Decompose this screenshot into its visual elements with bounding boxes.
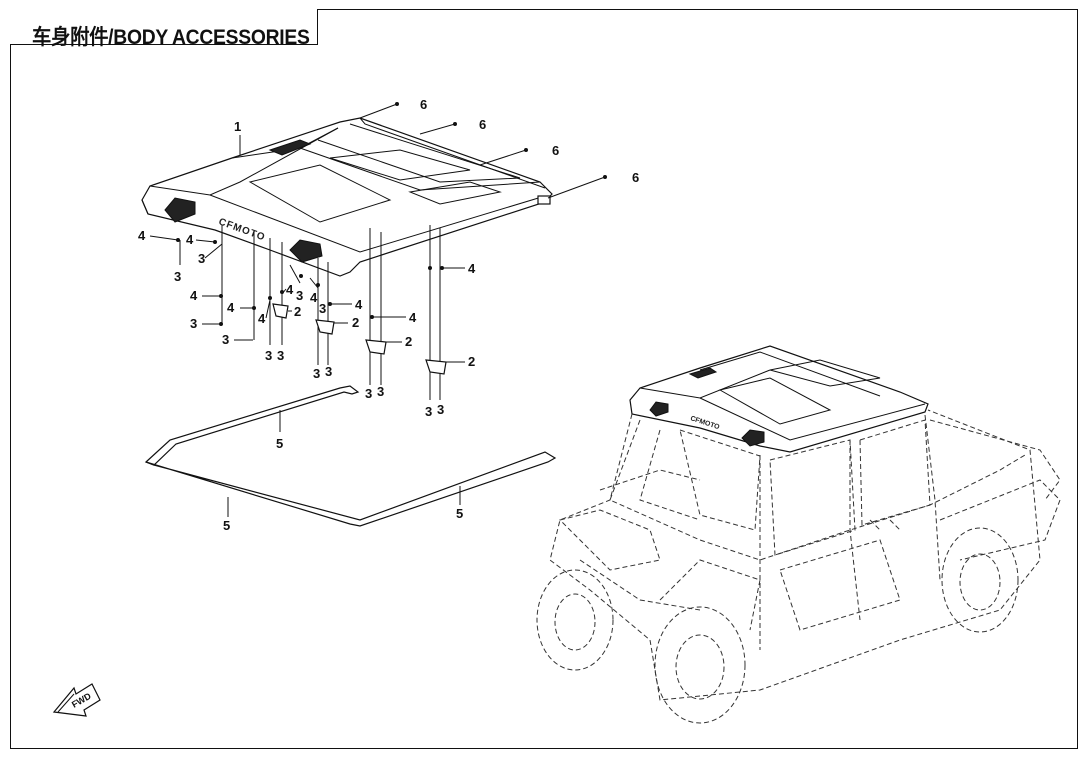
vehicle-illustration: CFMOTO [536, 345, 1061, 724]
callout-label: 4 [286, 282, 294, 297]
callout-label: 3 [313, 366, 320, 381]
callout-label: 4 [227, 300, 235, 315]
callout-label: 6 [479, 117, 486, 132]
callout-label: 5 [223, 518, 230, 533]
callout-label: 1 [234, 119, 241, 134]
callout-label: 4 [409, 310, 417, 325]
seal-strips: 5 5 5 [144, 385, 557, 533]
callout-label: 4 [138, 228, 146, 243]
callout-label: 4 [310, 290, 318, 305]
callout-label: 3 [325, 364, 332, 379]
callout-label: 3 [174, 269, 181, 284]
callout-label: 2 [468, 354, 475, 369]
callout-label: 3 [277, 348, 284, 363]
callout-label: 4 [355, 297, 363, 312]
callout-6-group: 6 6 6 6 1 [234, 97, 639, 199]
drawing-frame [10, 9, 1078, 749]
callout-label: 4 [186, 232, 194, 247]
fastener-group: 4 3 4 3 4 3 4 3 4 4 2 3 3 3 4 4 [138, 225, 476, 419]
callout-label: 3 [377, 384, 384, 399]
callout-label: 3 [365, 386, 372, 401]
callout-label: 4 [468, 261, 476, 276]
callout-label: 3 [190, 316, 197, 331]
callout-label: 3 [296, 288, 303, 303]
callout-label: 5 [456, 506, 463, 521]
callout-label: 4 [190, 288, 198, 303]
callout-label: 6 [420, 97, 427, 112]
callout-label: 3 [265, 348, 272, 363]
callout-label: 3 [198, 251, 205, 266]
callout-label: 2 [405, 334, 412, 349]
callout-label: 2 [352, 315, 359, 330]
callout-label: 2 [294, 304, 301, 319]
callout-label: 6 [632, 170, 639, 185]
page-title: 车身附件/BODY ACCESSORIES [32, 26, 310, 49]
fwd-arrow-icon: FWD [52, 683, 101, 717]
callout-label: 4 [258, 311, 266, 326]
callout-label: 3 [319, 301, 326, 316]
callout-label: 3 [437, 402, 444, 417]
callout-label: 3 [425, 404, 432, 419]
callout-label: 6 [552, 143, 559, 158]
callout-label: 5 [276, 436, 283, 451]
title-box: 车身附件/BODY ACCESSORIES [10, 9, 318, 49]
callout-label: 3 [222, 332, 229, 347]
